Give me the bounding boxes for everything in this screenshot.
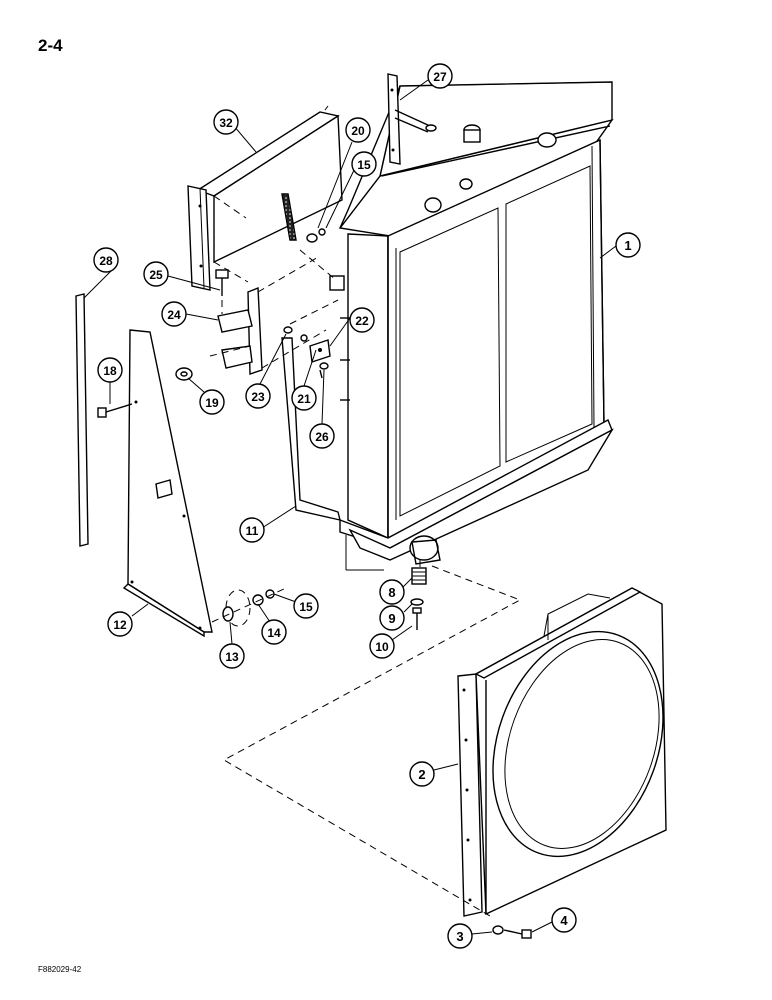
callout-12-label: 12: [113, 618, 127, 632]
callout-4: 4: [551, 907, 577, 933]
callout-1: 1: [615, 232, 641, 258]
radiator-assembly: [329, 81, 614, 571]
callout-21-label: 21: [297, 392, 311, 406]
callout-24-label: 24: [167, 308, 181, 322]
oil-cooler: [187, 105, 343, 291]
side-panel: [122, 329, 213, 638]
callout-3-label: 3: [456, 929, 463, 944]
callout-13-label: 13: [225, 650, 239, 664]
callout-23-label: 23: [251, 390, 265, 404]
callout-22: 22: [349, 307, 375, 333]
callout-4-label: 4: [560, 913, 568, 928]
callout-28-label: 28: [99, 254, 113, 268]
callout-27-label: 27: [433, 70, 447, 84]
callout-10: 10: [369, 633, 395, 659]
fan-shroud: [457, 587, 667, 917]
support-bracket: [387, 73, 437, 165]
callout-1-label: 1: [624, 238, 631, 253]
callout-9: 9: [379, 605, 405, 631]
callout-19-label: 19: [205, 396, 219, 410]
callout-18: 18: [97, 357, 123, 383]
callout-15-upper-label: 15: [357, 158, 371, 172]
mount-bracket: [209, 255, 327, 375]
callout-15-upper: 15: [351, 151, 377, 177]
shroud-hardware: [492, 925, 532, 939]
nut: [306, 233, 318, 243]
callout-19: 19: [199, 389, 225, 415]
callout-25: 25: [143, 261, 169, 287]
leader-lines: [83, 79, 617, 935]
callout-24: 24: [161, 301, 187, 327]
callout-27: 27: [427, 63, 453, 89]
callout-26: 26: [309, 423, 335, 449]
callout-8: 8: [379, 579, 405, 605]
callout-20-label: 20: [351, 124, 365, 138]
assembly-lines: [222, 249, 522, 917]
callout-15-lower-label: 15: [299, 600, 313, 614]
callout-28: 28: [93, 247, 119, 273]
grommet: [175, 367, 193, 381]
figure-code: F882029-42: [38, 965, 82, 974]
callout-13: 13: [219, 643, 245, 669]
seal-strip: [75, 293, 89, 547]
callout-8-label: 8: [388, 585, 395, 600]
callout-20: 20: [345, 117, 371, 143]
callout-12: 12: [107, 611, 133, 637]
callout-10-label: 10: [375, 640, 389, 654]
callout-2-label: 2: [418, 767, 425, 782]
spacer-hardware: [211, 587, 287, 627]
callout-18-label: 18: [103, 364, 117, 378]
callout-14-label: 14: [267, 626, 281, 640]
callout-2: 2: [409, 761, 435, 787]
callout-14: 14: [261, 619, 287, 645]
clamp-plate: [283, 326, 331, 379]
bolt: [215, 269, 229, 314]
callout-11: 11: [239, 517, 265, 543]
washer: [318, 228, 326, 236]
callout-25-label: 25: [149, 268, 163, 282]
callout-15-lower: 15: [293, 593, 319, 619]
callout-9-label: 9: [388, 611, 395, 626]
callout-26-label: 26: [315, 430, 329, 444]
callout-3: 3: [447, 923, 473, 949]
callout-23: 23: [245, 383, 271, 409]
callout-11-label: 11: [246, 524, 259, 538]
callout-32-label: 32: [219, 116, 233, 130]
foam-seals: [281, 193, 341, 521]
callout-32: 32: [213, 109, 239, 135]
callout-22-label: 22: [355, 314, 369, 328]
callout-21: 21: [291, 385, 317, 411]
panel-bolt: [97, 403, 133, 418]
page-number: 2-4: [38, 36, 63, 55]
drain-cock: [410, 560, 427, 630]
